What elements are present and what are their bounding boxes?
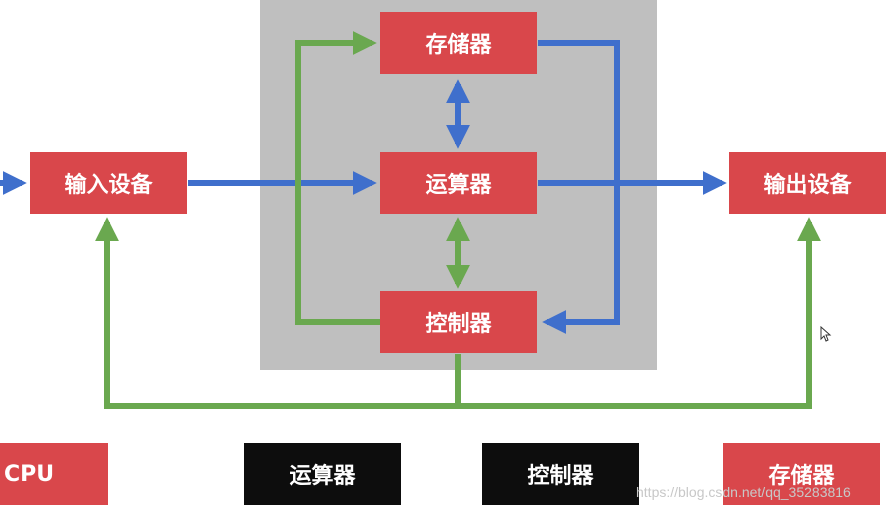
legend-memory: 存储器 (723, 443, 880, 505)
alu-box: 运算器 (380, 152, 537, 214)
control-box: 控制器 (380, 291, 537, 353)
output-device-box: 输出设备 (729, 152, 886, 214)
watermark: https://blog.csdn.net/qq_35283816 (636, 484, 851, 500)
legend-alu: 运算器 (244, 443, 401, 505)
legend-cpu: CPU (0, 443, 108, 505)
arrow-memory-to-control (538, 40, 620, 334)
arrow-control-to-input (95, 217, 458, 409)
arrow-control-to-output (458, 217, 821, 409)
arrow-control-to-memory (295, 31, 380, 325)
legend-control: 控制器 (482, 443, 639, 505)
mouse-cursor-icon (820, 326, 832, 342)
input-device-box: 输入设备 (30, 152, 187, 214)
memory-box: 存储器 (380, 12, 537, 74)
